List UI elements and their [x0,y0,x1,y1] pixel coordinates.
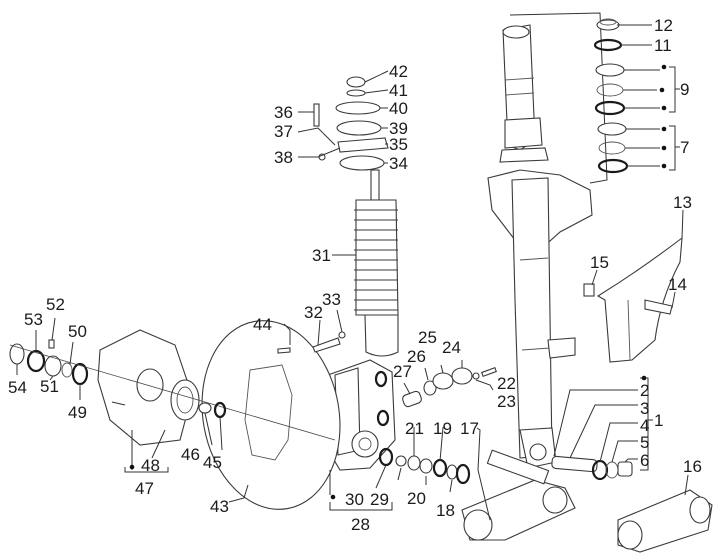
label-43: 43 [210,497,229,516]
wheel-axis-line [9,344,336,441]
label-17: 17 [460,419,479,438]
label-25: 25 [418,328,437,347]
label-15: 15 [590,253,609,272]
bolt-44 [277,347,291,354]
link-arm-16 [617,489,713,553]
label-36: 36 [274,103,293,122]
bolt-32 [312,337,341,353]
label-26: 26 [407,347,426,366]
label-45: 45 [203,453,222,472]
label-22: 22 [497,374,516,393]
label-28: 28 [351,515,370,534]
label-6: 6 [640,451,649,470]
label-14: 14 [668,275,687,294]
label-7: 7 [680,138,689,157]
label-27: 27 [393,362,412,381]
label-13: 13 [673,193,692,212]
wheel-hub [97,329,200,446]
mudguard [596,236,683,363]
link-arm [461,449,576,541]
label-44: 44 [253,315,272,334]
pivot-shaft [551,455,633,481]
label-37: 37 [274,122,293,141]
bearing-stack [593,18,629,174]
label-51: 51 [40,377,59,396]
washer-33 [338,331,346,339]
label-3: 3 [640,399,649,418]
shock-top-hardware [313,76,389,171]
bullet-dots [129,64,667,500]
label-30: 30 [345,490,364,509]
label-12: 12 [654,16,673,35]
label-41: 41 [389,81,408,100]
label-23: 23 [497,392,516,411]
label-4: 4 [640,416,649,435]
label-53: 53 [24,310,43,329]
label-38: 38 [274,148,293,167]
label-32: 32 [304,303,323,322]
label-24: 24 [442,338,461,357]
label-52: 52 [46,295,65,314]
part-labels: 12 11 9 7 13 14 15 42 41 40 39 35 34 36 … [8,16,702,534]
label-47: 47 [135,479,154,498]
label-48: 48 [141,456,160,475]
label-1: 1 [654,411,663,430]
label-54: 54 [8,378,27,397]
label-34: 34 [389,154,408,173]
shaft-parts-22-27 [402,367,497,408]
label-19: 19 [433,419,452,438]
bolt-14 [644,299,673,315]
brake-caliper [321,359,396,471]
column-bracket-line [509,12,608,184]
label-29: 29 [370,490,389,509]
label-21: 21 [405,419,424,438]
clip-15 [583,283,595,297]
label-9: 9 [680,80,689,99]
label-18: 18 [436,501,455,520]
shock-absorber [354,169,399,357]
label-35: 35 [389,135,408,154]
label-5: 5 [640,433,649,452]
brake-disc [201,320,341,510]
label-46: 46 [181,445,200,464]
label-39: 39 [389,119,408,138]
label-50: 50 [68,322,87,341]
axle-parts [378,447,471,485]
label-31: 31 [312,246,331,265]
label-49: 49 [68,403,87,422]
leader-lines [16,24,689,521]
label-33: 33 [322,290,341,309]
label-16: 16 [683,457,702,476]
label-2: 2 [640,381,649,400]
label-11: 11 [654,36,672,55]
label-20: 20 [407,489,426,508]
label-42: 42 [389,62,408,81]
steering-column [487,24,593,469]
label-40: 40 [389,99,408,118]
spacer-46 [198,402,212,414]
